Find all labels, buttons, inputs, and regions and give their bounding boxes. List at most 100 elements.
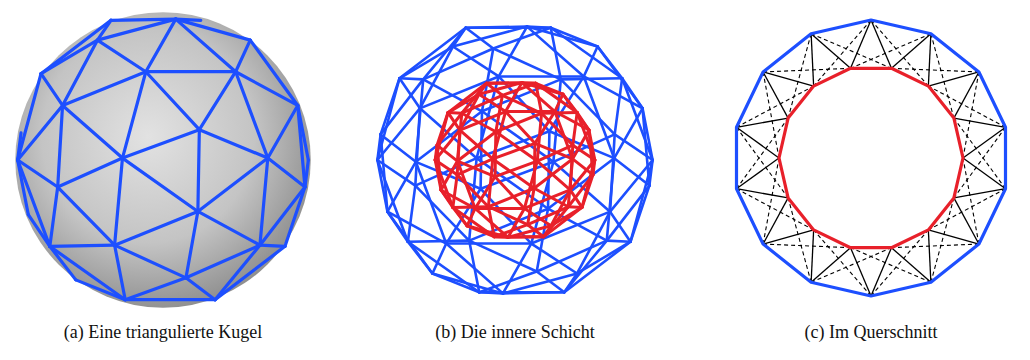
inner-mesh-edge <box>453 207 494 236</box>
outer-mesh-edge <box>564 242 630 293</box>
outer-mesh-edge <box>615 78 622 134</box>
outer-mesh-edge <box>643 108 650 185</box>
spoke-dashed <box>763 68 850 72</box>
subfigure-caption: (c) Im Querschnitt <box>803 322 940 343</box>
inner-mesh-edge <box>493 143 535 159</box>
spoke-dashed <box>763 72 779 158</box>
inner-mesh-edge <box>457 159 493 175</box>
mesh-edge <box>122 130 199 158</box>
spoke-solid <box>763 230 814 244</box>
mesh-edge <box>50 246 125 299</box>
inner-mesh-edge <box>535 112 555 144</box>
inner-mesh-edge <box>493 159 534 188</box>
spoke-solid <box>811 230 814 282</box>
spoke-solid <box>928 230 979 244</box>
inner-mesh-edge <box>460 130 493 159</box>
subfigure-caption: (a) Eine triangulierte Kugel <box>62 322 264 343</box>
outer-mesh-edge <box>551 28 561 80</box>
triangulated-sphere <box>15 12 311 308</box>
cross-section <box>736 20 1005 296</box>
outer-mesh-edge <box>503 292 564 293</box>
outer-mesh-edge <box>415 108 420 185</box>
inner-mesh-edge <box>508 235 544 239</box>
mesh-edge <box>63 40 98 105</box>
inner-mesh-edge <box>457 175 488 207</box>
inner-mesh-edge <box>570 190 582 207</box>
spoke-dashed <box>891 68 978 72</box>
outer-mesh-edge <box>453 27 527 47</box>
outer-mesh-edge <box>479 272 537 293</box>
mesh-edge <box>260 245 285 246</box>
mesh-edge <box>236 72 268 158</box>
outer-mesh-edge <box>377 160 415 186</box>
spoke-dashed <box>811 248 891 283</box>
inner-mesh-edge <box>457 130 460 175</box>
outer-mesh-edge <box>420 47 453 109</box>
spoke-solid <box>736 127 779 158</box>
spoke-dashed <box>763 158 779 244</box>
outer-mesh-edge <box>499 27 527 77</box>
inner-mesh-edge <box>435 130 460 160</box>
mesh-edge <box>41 74 63 106</box>
outer-mesh-edge <box>584 76 643 108</box>
outer-mesh-edge <box>469 241 479 293</box>
spoke-dashed <box>811 34 891 69</box>
outer-mesh-edge <box>408 242 479 293</box>
outer-mesh-edge <box>400 28 466 79</box>
mesh-edge <box>199 72 235 130</box>
outer-polygon <box>737 20 1006 296</box>
spoke-dashed <box>963 72 979 158</box>
spoke-solid <box>928 230 931 282</box>
outer-mesh-edge <box>469 209 548 241</box>
mesh-edge <box>198 158 268 211</box>
mesh-edge <box>58 105 63 187</box>
subfigure-caption: (b) Die innere Schicht <box>433 322 596 343</box>
outer-mesh-edge <box>408 186 415 242</box>
spoke-solid <box>811 34 850 69</box>
inner-mesh-edge <box>460 112 506 131</box>
outer-mesh-edge <box>400 78 424 79</box>
inner-mesh-edge <box>528 225 544 237</box>
inner-mesh-edge <box>506 83 522 112</box>
spoke-solid <box>871 20 891 68</box>
inner-mesh-edge <box>488 188 534 207</box>
mesh-edge <box>115 245 186 278</box>
spoke-solid <box>891 248 930 283</box>
mesh-edge <box>146 19 176 72</box>
mesh-edge <box>268 105 298 158</box>
mesh-edge <box>18 160 58 187</box>
inner-mesh-edge <box>533 143 537 188</box>
spoke-dashed <box>963 158 979 244</box>
outer-mesh-edge <box>469 241 537 272</box>
outer-mesh-edge <box>614 108 642 158</box>
mesh-edge <box>260 158 268 245</box>
mesh-edge <box>122 158 197 211</box>
outer-mesh-edge <box>493 48 561 79</box>
spoke-solid <box>891 34 930 69</box>
outer-mesh-edge <box>387 212 446 244</box>
inner-mesh-edge <box>488 207 494 237</box>
inner-mesh-edge <box>453 205 489 209</box>
outer-mesh-edge <box>499 75 584 78</box>
inner-mesh-edge <box>448 83 486 112</box>
spoke-dashed <box>851 34 931 69</box>
spoke-solid <box>736 158 779 189</box>
spoke-dashed <box>891 244 978 248</box>
outer-mesh-edge <box>408 241 469 242</box>
inner-mesh-edge <box>457 161 495 177</box>
mesh-edge <box>236 72 298 106</box>
spoke-solid <box>811 248 850 283</box>
spoke-solid <box>763 72 814 86</box>
spoke-solid <box>928 34 931 86</box>
spoke-solid <box>928 72 979 86</box>
spoke-dashed <box>763 244 850 248</box>
mesh-edge <box>285 187 305 246</box>
mesh-edge <box>236 40 251 72</box>
inner-mesh-edge <box>494 235 543 238</box>
spoke-solid <box>851 20 871 68</box>
outer-mesh-edge <box>551 28 622 79</box>
inner-layer-wireframe <box>377 27 652 294</box>
inner-mesh-edge <box>573 130 589 159</box>
inner-mesh-edge <box>555 112 589 131</box>
mesh-edge <box>250 40 297 105</box>
